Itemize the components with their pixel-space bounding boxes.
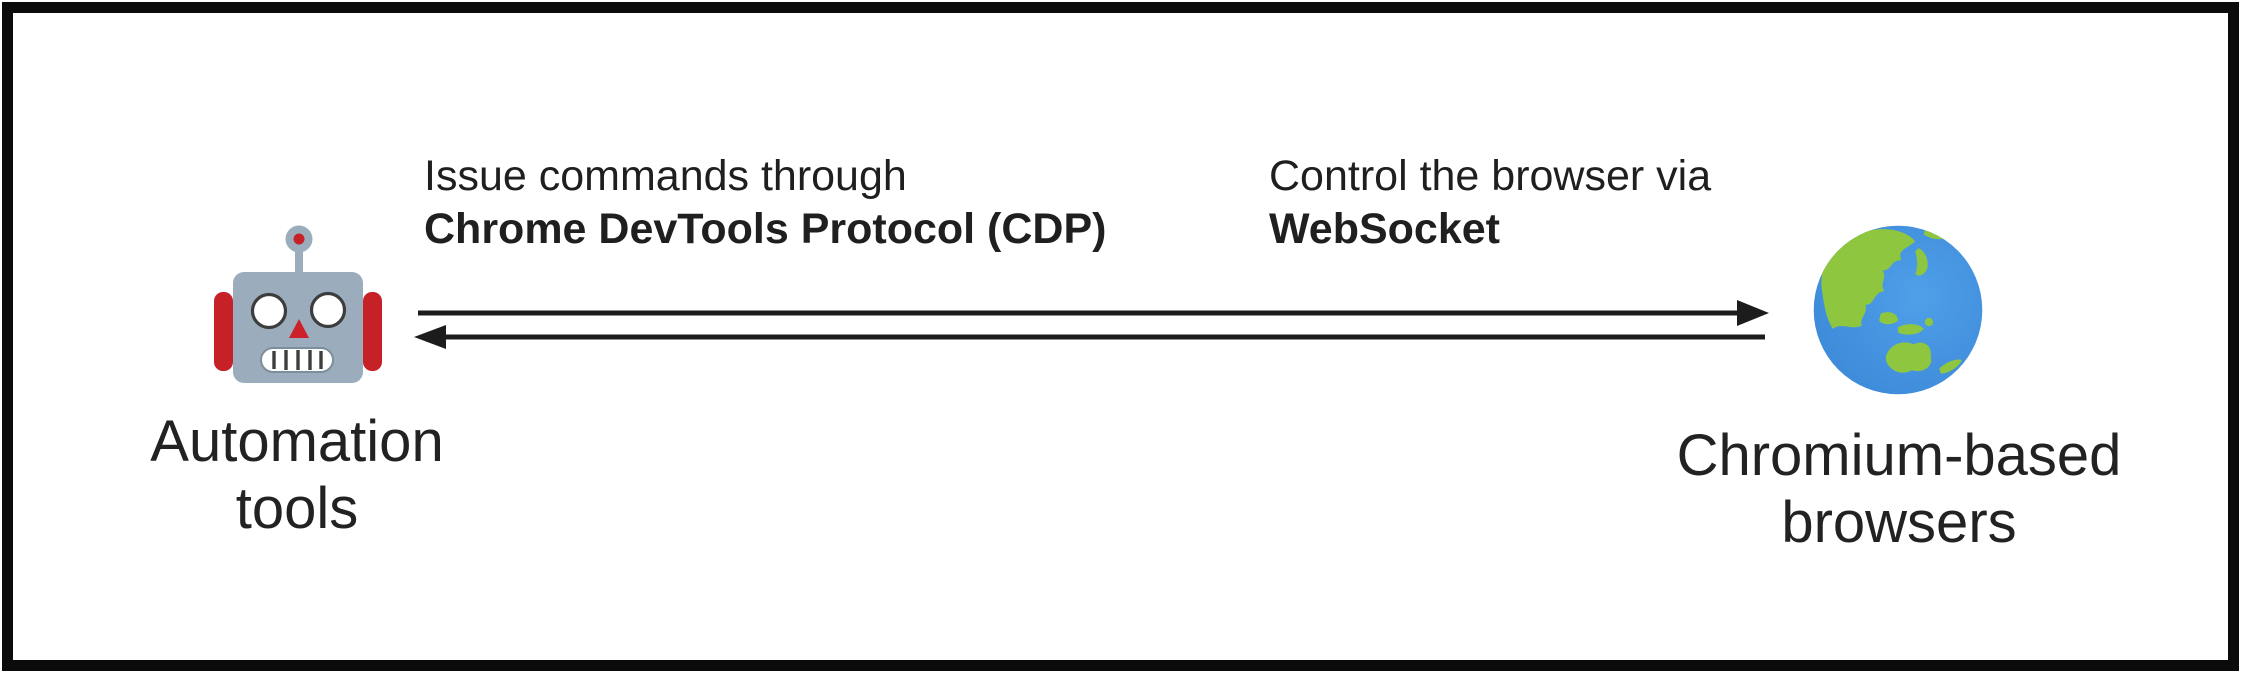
automation-tools-label: Automation tools bbox=[77, 408, 517, 542]
chromium-browsers-label: Chromium-based browsers bbox=[1659, 422, 2139, 556]
cdp-arrow-right bbox=[418, 300, 1769, 326]
robot-nose bbox=[289, 319, 309, 338]
robot-ears bbox=[214, 292, 382, 371]
websocket-caption-line1: Control the browser via bbox=[1269, 152, 1712, 200]
cdp-caption-line2: Chrome DevTools Protocol (CDP) bbox=[424, 205, 1107, 253]
robot-icon bbox=[214, 225, 382, 383]
automation-tools-label-line1: Automation bbox=[150, 409, 444, 474]
chromium-browsers-label-line2: browsers bbox=[1781, 490, 2017, 555]
robot-eyes bbox=[250, 291, 347, 330]
cdp-caption: Issue commands through Chrome DevTools P… bbox=[424, 150, 1106, 256]
robot-antenna bbox=[285, 225, 313, 276]
robot-mouth bbox=[260, 347, 334, 373]
globe-icon bbox=[1813, 225, 1983, 395]
websocket-caption-line2: WebSocket bbox=[1269, 205, 1500, 253]
websocket-caption: Control the browser via WebSocket bbox=[1269, 150, 1711, 256]
chromium-browsers-label-line1: Chromium-based bbox=[1676, 423, 2122, 488]
cdp-caption-line1: Issue commands through bbox=[424, 152, 907, 200]
websocket-arrow-left bbox=[414, 325, 1765, 349]
automation-tools-label-line2: tools bbox=[235, 476, 359, 541]
